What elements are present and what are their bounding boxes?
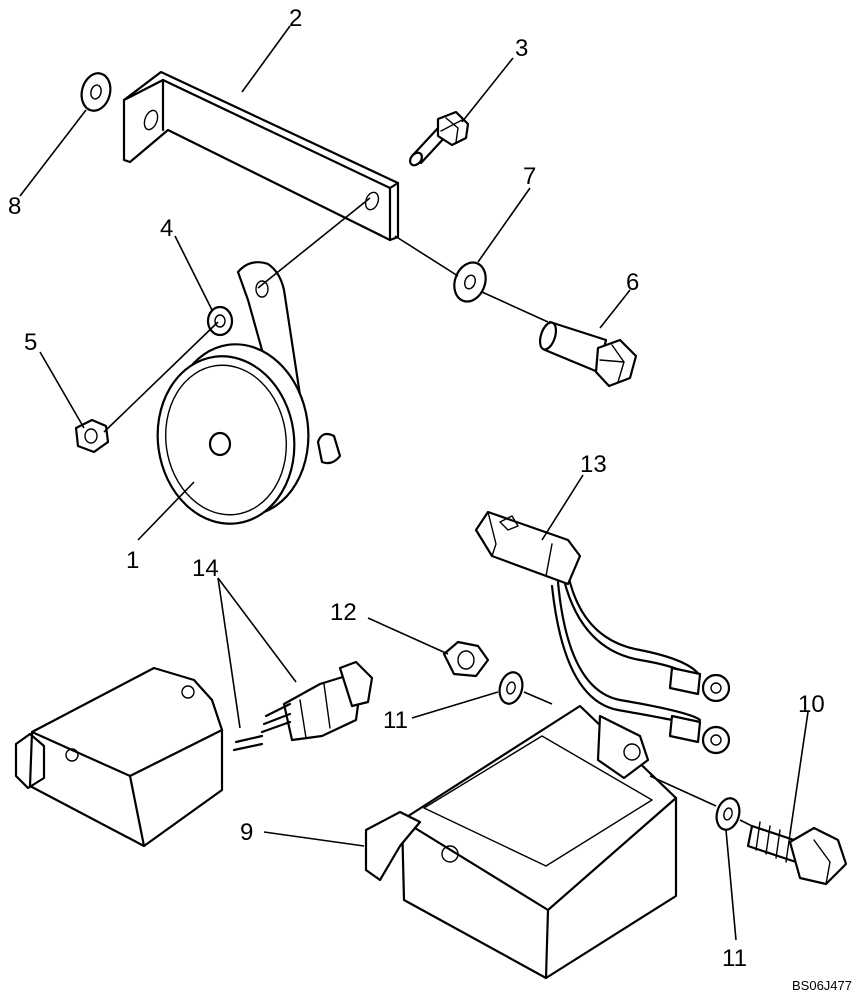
lock-washer-part bbox=[206, 305, 234, 337]
screw-part bbox=[408, 110, 470, 167]
connector-14-part bbox=[14, 660, 374, 848]
callout-13: 13 bbox=[580, 451, 607, 478]
bolt-6-part bbox=[538, 320, 638, 388]
bracket-part bbox=[122, 70, 400, 242]
drawing-code: BS06J477 bbox=[792, 978, 852, 993]
nut-12-part bbox=[442, 640, 490, 678]
callout-9: 9 bbox=[240, 819, 253, 846]
horn-part bbox=[156, 261, 342, 525]
callout-5: 5 bbox=[24, 329, 37, 356]
callout-10: 10 bbox=[798, 691, 825, 718]
callout-2: 2 bbox=[289, 5, 302, 32]
alignment-lines bbox=[103, 197, 753, 827]
callout-14: 14 bbox=[192, 555, 219, 582]
callout-11-lower: 11 bbox=[722, 945, 747, 972]
callout-labels: 1 2 3 4 5 6 7 8 9 10 11 11 12 13 14 bbox=[8, 5, 825, 972]
callout-1: 1 bbox=[126, 547, 139, 574]
control-module-part bbox=[364, 704, 678, 980]
callout-11-upper: 11 bbox=[383, 707, 408, 734]
nut-5-part bbox=[74, 418, 110, 454]
leader-lines bbox=[19, 25, 809, 941]
washer-11-lower-part bbox=[715, 797, 741, 831]
callout-7: 7 bbox=[523, 163, 536, 190]
washer-7-part bbox=[453, 261, 487, 303]
callout-3: 3 bbox=[515, 35, 528, 62]
harness-part bbox=[474, 510, 731, 755]
washer-11-upper-part bbox=[498, 671, 524, 705]
callout-8: 8 bbox=[8, 193, 21, 220]
callout-12: 12 bbox=[330, 599, 357, 626]
callout-6: 6 bbox=[626, 269, 639, 296]
callout-4: 4 bbox=[160, 215, 173, 242]
washer-8-part bbox=[80, 72, 112, 112]
bolt-10-part bbox=[746, 821, 848, 886]
